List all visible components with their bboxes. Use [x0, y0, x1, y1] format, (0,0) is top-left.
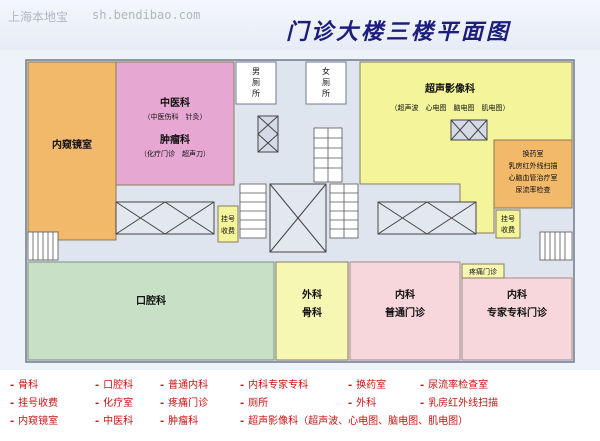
legend-item: -尿流率检查室	[420, 380, 489, 391]
registration-left-line-1: 挂号	[221, 214, 235, 223]
room-tcm-label: 中医科	[160, 96, 190, 109]
room-expert-label: 内科	[507, 288, 527, 301]
legend-item: -化疗室	[95, 398, 134, 409]
male-wc-char-2: 厕	[252, 78, 260, 87]
room-ultrasound-sub: （超声波 心电图 脑电图 肌电图）	[391, 103, 510, 112]
dressing-line-1: 换药室	[523, 149, 544, 158]
legend-item: -口腔科	[95, 380, 134, 391]
room-ultrasound-label: 超声影像科	[424, 82, 475, 95]
registration-left-line-2: 收费	[221, 226, 235, 235]
legend-item: -普通内科	[160, 380, 209, 391]
room-female-wc	[305, 61, 347, 105]
room-expert-sub: 专家专科门诊	[487, 306, 548, 319]
room-dental	[27, 261, 275, 361]
elevator-upper-left-x2	[257, 115, 279, 135]
registration-right-line-1: 挂号	[501, 214, 515, 223]
room-pain-clinic	[461, 263, 505, 279]
legend-item: -外科	[348, 398, 377, 409]
room-surgery-label: 外科	[301, 288, 322, 301]
elevator-bank-right	[377, 201, 477, 235]
room-internal-expert	[461, 277, 573, 361]
female-wc-char-1: 女	[322, 66, 330, 76]
room-internal-medicine	[349, 261, 461, 361]
room-oncology-label: 肿瘤科	[160, 133, 190, 146]
room-endoscopy-label: 内窥镜室	[52, 138, 92, 151]
room-dental-label: 口腔科	[136, 294, 166, 307]
female-wc-char-3: 所	[322, 88, 330, 98]
legend: -骨科 -口腔科 -普通内科 -内科专家专科 -换药室 -尿流率检查室 -挂号收…	[0, 370, 600, 441]
room-oncology-sub: （化疗门诊 超声刀）	[140, 149, 210, 158]
elevator-bank-left	[115, 201, 215, 235]
legend-item: -内科专家专科	[240, 380, 309, 391]
room-surgery-ortho	[275, 261, 349, 361]
page-title: 门诊大楼三楼平面图	[286, 19, 512, 45]
site-url: sh.bendibao.com	[92, 8, 201, 22]
dressing-line-2: 乳房红外线扫描	[509, 161, 558, 170]
stairs-right-edge	[539, 231, 573, 261]
stairs-center-left	[239, 183, 267, 239]
legend-item: -超声影像科（超声波、心电图、脑电图、肌电图）	[240, 416, 469, 427]
male-wc-char-1: 男	[252, 67, 260, 76]
legend-item: -挂号收费	[10, 398, 59, 409]
room-internal-sub: 普通门诊	[385, 306, 426, 319]
stairs-left-edge	[27, 231, 59, 261]
dressing-line-4: 尿流率检查	[516, 185, 551, 194]
room-registration-right	[495, 209, 521, 239]
room-pain-clinic-label: 疼痛门诊	[469, 267, 497, 276]
room-endoscopy	[27, 61, 117, 241]
legend-item: -疼痛门诊	[160, 398, 209, 409]
header: 上海本地宝 sh.bendibao.com 门诊大楼三楼平面图	[0, 0, 600, 50]
dressing-line-3: 心脑血管治疗室	[509, 173, 558, 182]
room-male-wc	[235, 61, 277, 105]
legend-item: -厕所	[240, 398, 269, 409]
male-wc-char-3: 所	[252, 88, 260, 98]
elevator-upper-right-x2	[450, 119, 470, 141]
stairs-upper	[313, 127, 343, 183]
elevator-upper-left-x4	[257, 133, 279, 153]
room-internal-label: 内科	[395, 288, 415, 301]
elevator-upper-right-x4	[468, 119, 488, 141]
room-dressing-group	[493, 139, 573, 209]
elevator-bank-center	[269, 183, 327, 253]
female-wc-char-2: 厕	[322, 78, 330, 87]
floor-plan: 内窥镜室 中医科 （中医伤科 针灸） 肿瘤科 （化疗门诊 超声刀） 男 厕 所 …	[25, 59, 575, 363]
legend-item: -骨科	[10, 380, 39, 391]
legend-item: -换药室	[348, 380, 387, 391]
legend-item: -乳房红外线扫描	[420, 398, 499, 409]
room-tcm-oncology	[115, 61, 235, 186]
room-registration-left	[217, 205, 239, 243]
stairs-center-right	[329, 183, 359, 239]
site-name: 上海本地宝	[8, 10, 69, 24]
room-ultrasound	[359, 61, 573, 234]
room-tcm-sub: （中医伤科 针灸）	[144, 112, 207, 121]
legend-item: -中医科	[95, 416, 134, 427]
elevator-upper-right	[450, 119, 488, 141]
elevator-upper-left	[257, 115, 279, 153]
legend-item: -内窥镜室	[10, 416, 59, 427]
room-ortho-label: 骨科	[302, 306, 322, 319]
legend-item: -肿瘤科	[160, 416, 199, 427]
registration-right-line-2: 收费	[501, 225, 515, 234]
